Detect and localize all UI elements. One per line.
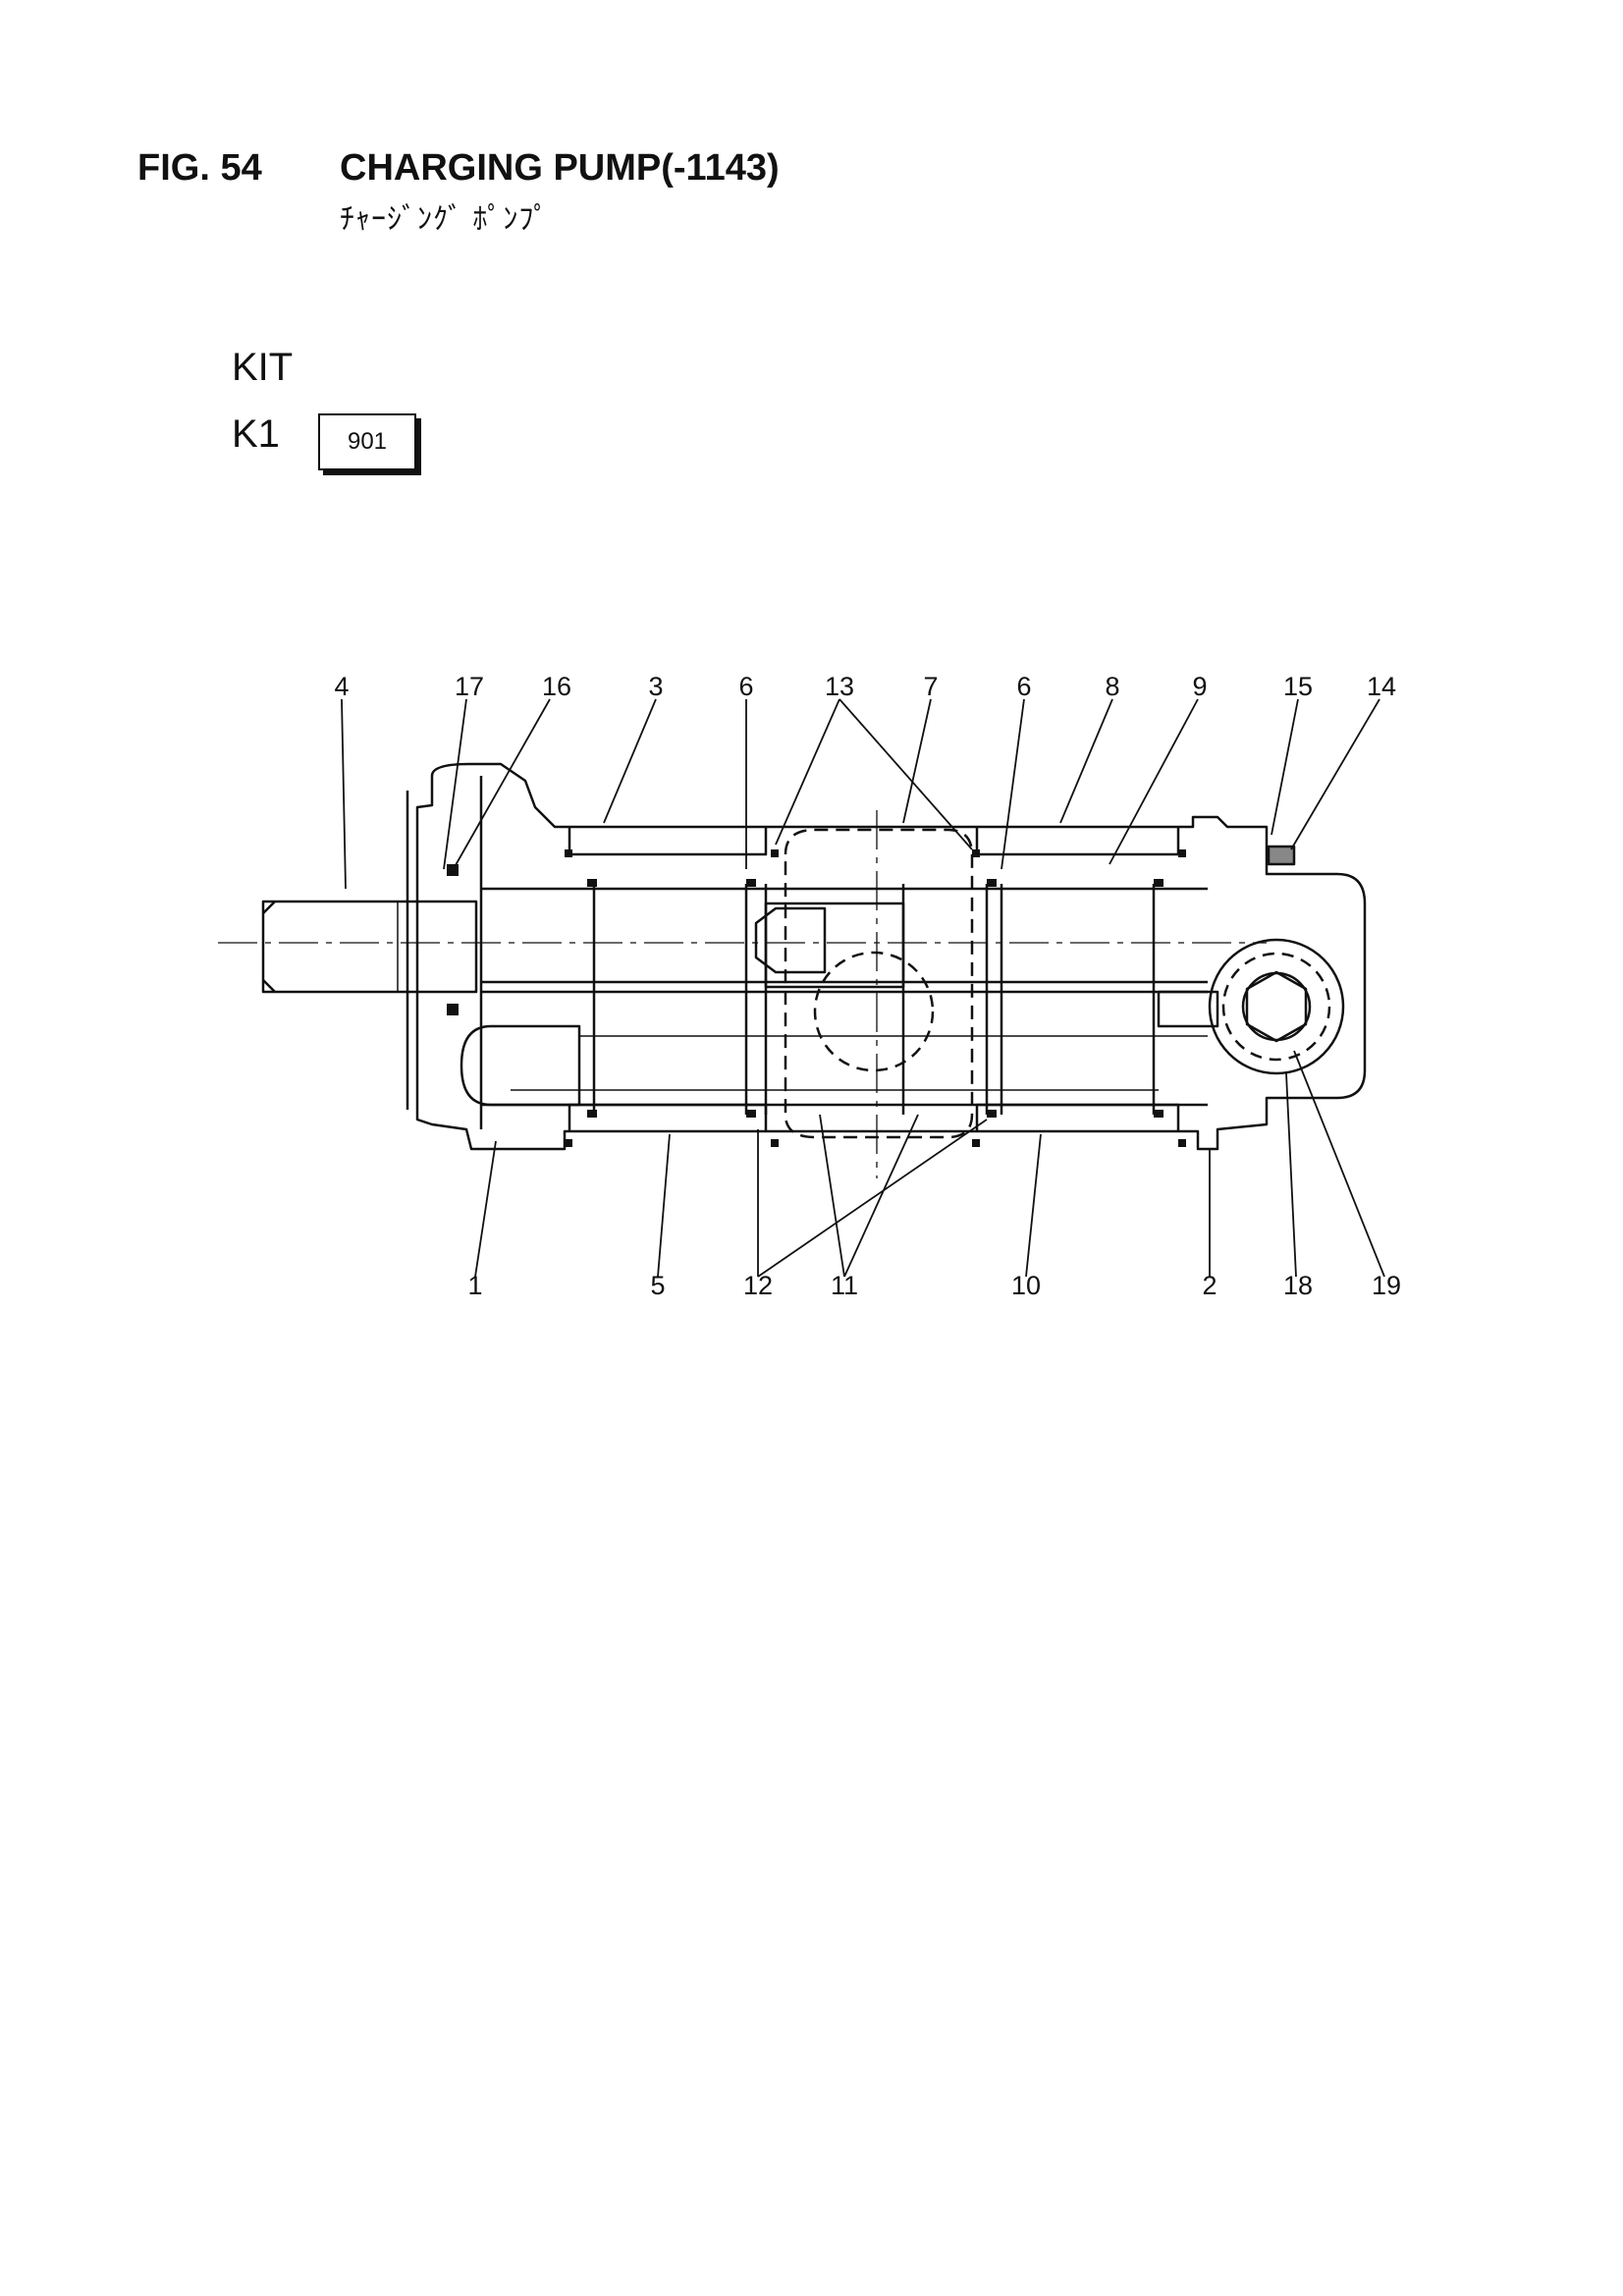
- callout-14: 14: [1367, 672, 1396, 701]
- callout-9: 9: [1192, 672, 1207, 701]
- callout-6b: 6: [1016, 672, 1031, 701]
- kit-part-box: 901: [318, 413, 416, 470]
- callout-12: 12: [743, 1271, 773, 1300]
- callout-19: 19: [1372, 1271, 1401, 1300]
- callout-10: 10: [1011, 1271, 1041, 1300]
- callout-6a: 6: [738, 672, 753, 701]
- kit-heading: KIT: [232, 346, 294, 389]
- coupling-window: [784, 828, 974, 1139]
- hex-plug: [1245, 970, 1308, 1043]
- kit-id: K1: [232, 412, 280, 456]
- gear-body-bottom-front: [568, 1103, 768, 1131]
- figure-title: CHARGING PUMP(-1143): [340, 147, 780, 189]
- gear-body-top-rear: [975, 827, 1180, 856]
- callout-15: 15: [1283, 672, 1313, 701]
- callout-1: 1: [467, 1271, 482, 1300]
- callout-2: 2: [1202, 1271, 1217, 1300]
- gear-body-bottom-rear: [975, 1103, 1180, 1131]
- callout-18: 18: [1283, 1271, 1313, 1300]
- gear-body-top-front: [568, 827, 768, 856]
- figure-number: FIG. 54: [137, 147, 262, 189]
- relief-valve: [1208, 938, 1345, 1075]
- callout-5: 5: [650, 1271, 665, 1300]
- callout-13: 13: [825, 672, 854, 701]
- callout-3: 3: [648, 672, 663, 701]
- callout-4: 4: [334, 672, 349, 701]
- figure-subtitle: ﾁｬｰｼﾞﾝｸﾞ ﾎﾟﾝﾌﾟ: [340, 203, 550, 236]
- pump-housing-outline: [415, 762, 1367, 1151]
- callout-8: 8: [1105, 672, 1119, 701]
- callout-7: 7: [923, 672, 938, 701]
- drive-shaft: [261, 900, 478, 994]
- callout-11: 11: [831, 1271, 858, 1300]
- callout-16: 16: [542, 672, 571, 701]
- callout-17: 17: [455, 672, 484, 701]
- coupling: [764, 902, 905, 989]
